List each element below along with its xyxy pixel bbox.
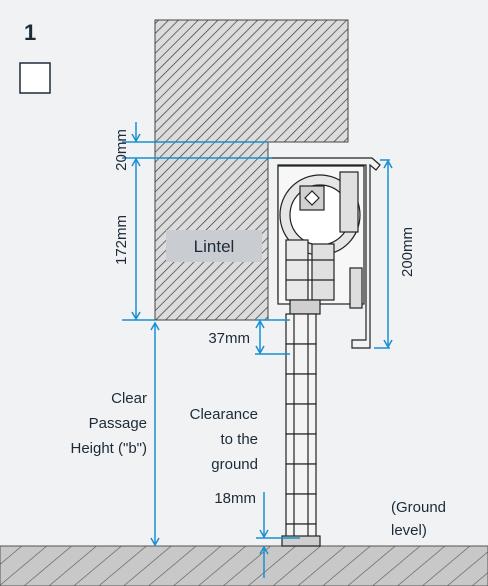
figure-checkbox[interactable]	[19, 62, 51, 94]
clearance-line2: to the	[220, 431, 258, 448]
ground-surface	[0, 545, 488, 586]
dimension-lines	[122, 122, 393, 578]
shutter-curtain	[281, 313, 321, 547]
dim-18mm: 18mm	[214, 490, 256, 507]
shutter-box	[268, 157, 381, 349]
dim-172mm: 172mm	[113, 215, 130, 265]
ground-level-line1: (Ground	[391, 499, 446, 516]
ground-level-line2: level)	[391, 522, 427, 539]
dim-20mm: 20mm	[113, 129, 130, 171]
dim-200mm: 200mm	[399, 227, 416, 277]
clear-passage-line2: Passage	[89, 415, 147, 432]
clearance-line3: ground	[211, 456, 258, 473]
clearance-line1: Clearance	[190, 406, 258, 423]
lintel-label: Lintel	[194, 237, 235, 256]
lintel-label-bg	[166, 230, 262, 262]
figure-number: 1	[24, 20, 36, 45]
dim-37mm: 37mm	[208, 330, 250, 347]
clear-passage-line3: Height ("b")	[70, 440, 147, 457]
clear-passage-line1: Clear	[111, 390, 147, 407]
